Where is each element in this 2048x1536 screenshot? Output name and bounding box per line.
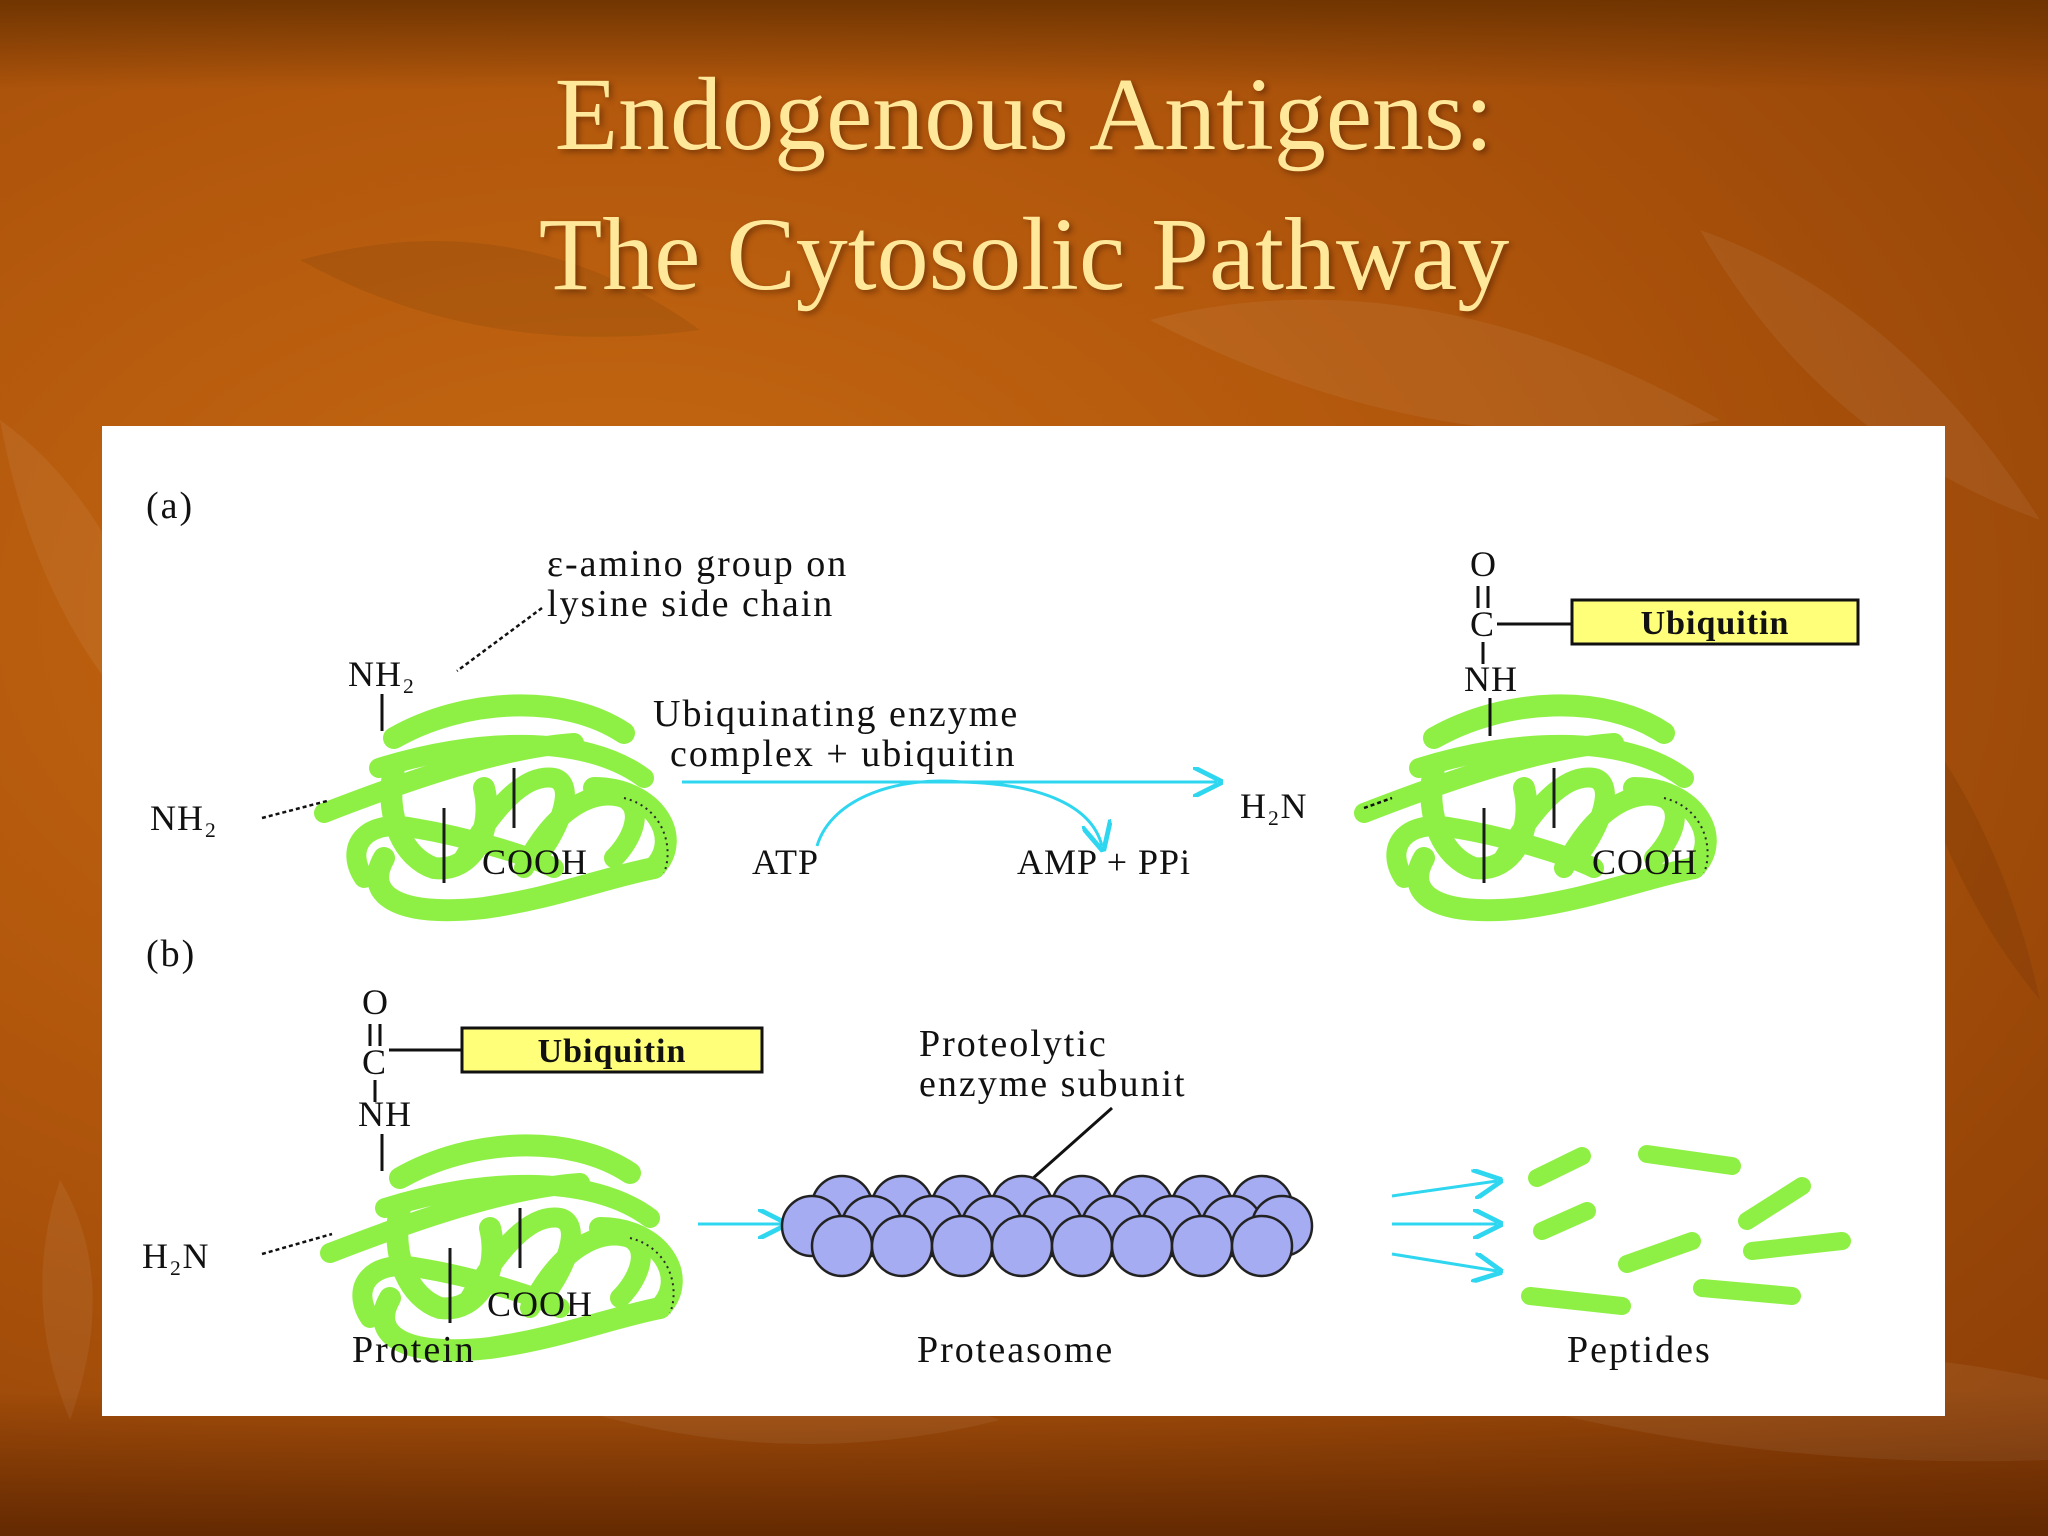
left-nh2-top: NH₂	[348, 654, 416, 694]
peptide	[1618, 1232, 1701, 1273]
panel-b-label: (b)	[146, 933, 196, 975]
diagram-panel: (a) ε-amino group on lysine side chain N…	[102, 426, 1945, 1416]
peptide	[1693, 1279, 1801, 1305]
right-carbon: C	[1470, 604, 1495, 644]
caption-proteasome: Proteasome	[917, 1329, 1114, 1371]
subunit-leader-line	[1021, 1106, 1113, 1190]
b-h2n-bond	[261, 1232, 333, 1256]
left-cooh: COOH	[482, 842, 588, 882]
b-ubiquitin-tag	[460, 1026, 764, 1074]
amp-curve-arrow	[961, 780, 1102, 846]
peptide	[1638, 1145, 1741, 1175]
right-double-bond	[1476, 586, 1490, 608]
b-h2n: H₂N	[142, 1236, 210, 1276]
right-h2n-bond	[1363, 796, 1393, 810]
peptide	[1738, 1177, 1811, 1230]
reaction-label-line-2: complex + ubiquitin	[670, 733, 1017, 775]
peptide	[1533, 1202, 1596, 1240]
leaf-shape	[1150, 299, 1720, 433]
b-carbonyl-o: O	[362, 982, 389, 1022]
callout-leader-line	[456, 606, 543, 673]
peptide-fragments	[1521, 1145, 1851, 1315]
b-carbon: C	[362, 1042, 387, 1082]
caption-protein: Protein	[352, 1329, 476, 1371]
ubiquitination-diagram: (a) ε-amino group on lysine side chain N…	[142, 485, 1860, 1371]
proteasome-complex	[780, 1174, 1314, 1278]
subunit-label-line-1: Proteolytic	[919, 1023, 1108, 1065]
right-nh: NH	[1464, 659, 1518, 699]
peptide	[1528, 1147, 1591, 1187]
right-ubiquitin-tag	[1570, 598, 1860, 646]
b-nh: NH	[358, 1094, 412, 1134]
reaction-label-line-1: Ubiquinating enzyme	[653, 693, 1019, 735]
peptide	[1743, 1232, 1851, 1260]
leaf-shape	[300, 241, 700, 337]
subunit-label-line-2: enzyme subunit	[919, 1063, 1187, 1105]
peptide-arrow-3	[1391, 1254, 1497, 1271]
peptide-arrow-1	[1391, 1181, 1497, 1196]
panel-a-label: (a)	[146, 485, 194, 527]
left-nh2-side: NH₂	[150, 798, 218, 838]
slide-title-line-1: Endogenous Antigens:	[554, 57, 1494, 172]
b-cooh: COOH	[487, 1284, 593, 1324]
peptide	[1521, 1287, 1631, 1315]
b-ubiquitin-label: Ubiquitin	[538, 1033, 687, 1070]
lysine-callout-line-1: ε-amino group on	[547, 543, 848, 585]
leaf-shape	[1700, 230, 2040, 520]
caption-peptides: Peptides	[1567, 1329, 1712, 1371]
amp-ppi-label: AMP + PPi	[1017, 842, 1191, 882]
lysine-callout-line-2: lysine side chain	[547, 583, 834, 625]
atp-label: ATP	[752, 842, 819, 882]
b-double-bond	[368, 1024, 382, 1046]
right-carbonyl-o: O	[1470, 544, 1497, 584]
right-ubiquitin-label: Ubiquitin	[1641, 605, 1790, 642]
right-cooh: COOH	[1592, 842, 1698, 882]
panel-a: (a) ε-amino group on lysine side chain N…	[146, 485, 1860, 910]
panel-b: (b) O C Ubiquitin NH H₂N COOH Protein Pr…	[142, 933, 1851, 1371]
leaf-shape	[42, 1180, 93, 1420]
atp-curve	[815, 779, 963, 847]
slide-title-line-2: The Cytosolic Pathway	[538, 197, 1510, 312]
right-h2n: H₂N	[1240, 786, 1308, 826]
